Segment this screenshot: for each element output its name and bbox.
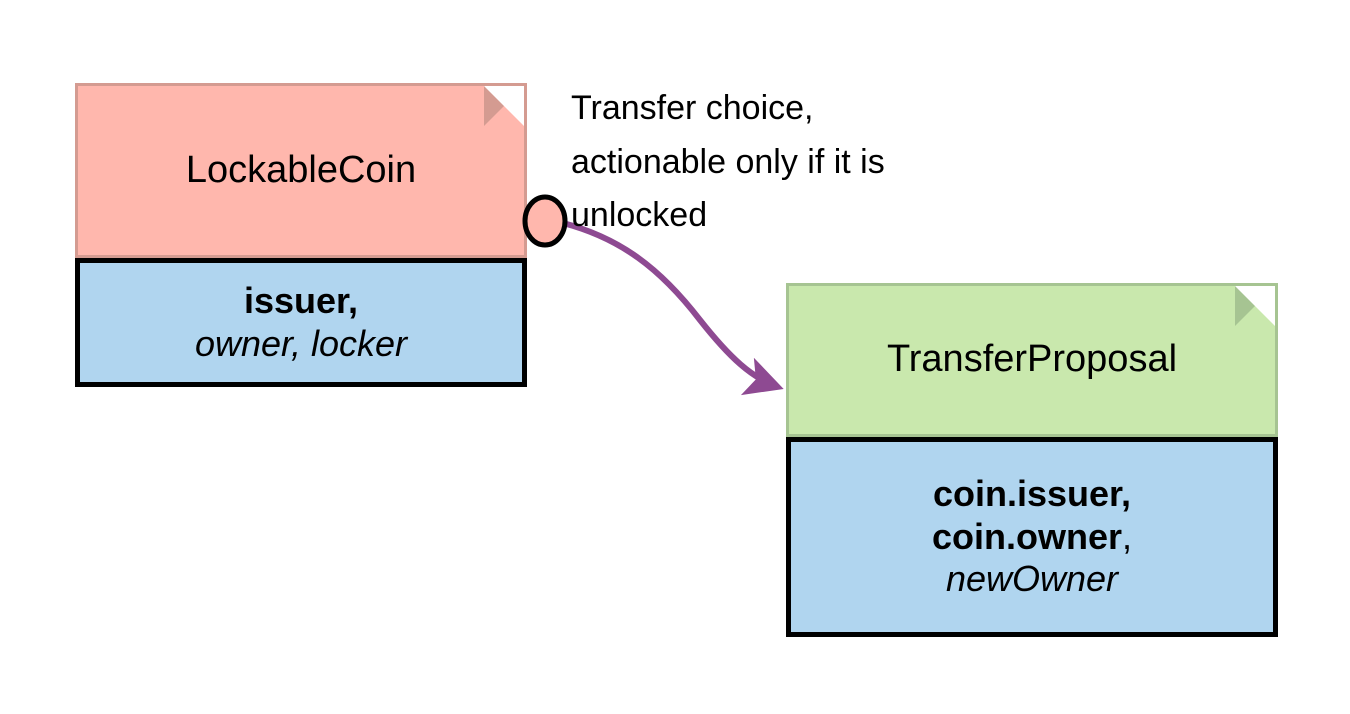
template-card-transfer-proposal[interactable]: TransferProposal coin.issuer, coin.owner… [786,283,1278,637]
template-name-lockable-coin: LockableCoin [185,148,417,191]
page-fold-notch-icon [1235,286,1275,326]
choice-marker-icon[interactable] [522,194,568,248]
template-header-transfer-proposal: TransferProposal [786,283,1278,437]
template-field: coin.issuer, [932,473,1132,515]
template-field: newOwner [945,558,1119,600]
template-field-separator: , [1122,515,1133,557]
template-header-lockable-coin: LockableCoin [75,83,527,258]
page-fold-notch-icon [484,86,524,126]
template-name-transfer-proposal: TransferProposal [886,338,1178,381]
template-card-lockable-coin[interactable]: LockableCoin issuer, owner, locker [75,83,527,387]
choice-arrow [562,220,784,396]
template-body-transfer-proposal: coin.issuer, coin.owner, newOwner [786,437,1278,637]
choice-annotation-label: Transfer choice, actionable only if it i… [571,89,885,235]
template-field: issuer, [243,280,359,322]
template-field-name: coin.owner [931,515,1122,557]
template-field: owner, locker [194,322,408,364]
template-body-lockable-coin: issuer, owner, locker [75,258,527,387]
template-field: coin.owner, [932,516,1132,558]
